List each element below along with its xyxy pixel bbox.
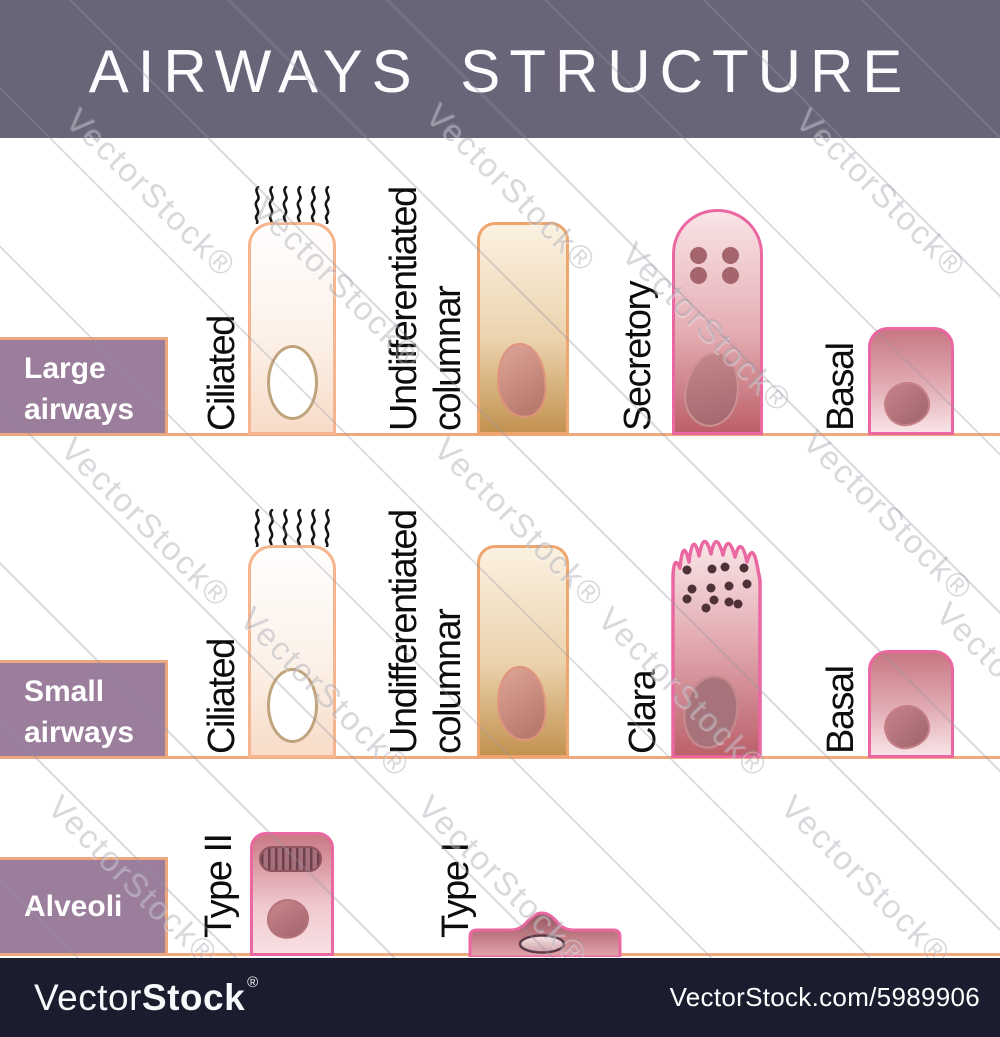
label-line: Undifferentiated: [383, 187, 425, 431]
type1-pneumocyte-cell: [468, 911, 622, 957]
basal-cell: [868, 327, 954, 435]
basal-cell-label: Basal: [820, 666, 862, 754]
watermark-text: VectorStock®: [795, 423, 981, 608]
page-title: AIRWAYS STRUCTURE: [88, 37, 912, 105]
nucleus: [881, 379, 933, 429]
row-label-line2: airways: [24, 716, 135, 749]
clara-cell: [671, 539, 762, 758]
undifferentiated-columnar-cell-label: Undifferentiated columnar: [382, 501, 475, 754]
undifferentiated-columnar-cell: [477, 545, 569, 758]
registered-mark: ®: [247, 974, 259, 991]
nucleus: [267, 668, 318, 743]
brand-bold: Stock: [141, 976, 246, 1018]
row-label-small-airways: Small airways: [0, 660, 168, 759]
row-label-line1: Large: [24, 352, 106, 385]
secretory-cell-label: Secretory: [617, 281, 659, 431]
label-line: columnar: [427, 609, 469, 754]
nucleus: [493, 341, 550, 420]
type2-pneumocyte-cell: [250, 832, 334, 956]
basal-cell: [868, 650, 954, 758]
label-line: columnar: [427, 286, 469, 431]
type2-cell-label: Type II: [198, 834, 240, 938]
ciliated-cell: [248, 222, 336, 435]
ciliated-cell: [248, 545, 336, 758]
undifferentiated-columnar-cell-label: Undifferentiated columnar: [382, 178, 475, 431]
nucleus: [881, 702, 933, 752]
secretory-granule: [690, 267, 707, 284]
row-label-alveoli: Alveoli: [0, 857, 168, 956]
nucleus: [267, 345, 318, 420]
basal-cell-label: Basal: [820, 343, 862, 431]
cilia-icon: [254, 509, 330, 547]
ciliated-cell-label: Ciliated: [201, 639, 243, 754]
secretory-granule: [722, 247, 739, 264]
secretory-granule: [722, 267, 739, 284]
nucleus: [518, 934, 566, 954]
row-label-large-airways: Large airways: [0, 337, 168, 436]
image-credit-url: VectorStock.com/5989906: [669, 982, 980, 1012]
clara-cell-label: Clara: [622, 670, 664, 754]
nucleus: [680, 348, 744, 431]
type1-cell-label: Type I: [435, 843, 477, 939]
ciliated-cell-label: Ciliated: [201, 316, 243, 431]
nucleus: [683, 675, 739, 749]
label-line: Undifferentiated: [383, 510, 425, 754]
clara-granules: [682, 562, 752, 613]
watermark-text: VectorStock®: [53, 430, 239, 615]
nucleus: [493, 664, 550, 743]
header-band: [0, 0, 1000, 138]
brand-regular: Vector: [34, 976, 142, 1018]
lamellar-body: [259, 846, 322, 872]
row-label-line2: airways: [24, 393, 135, 426]
nucleus: [264, 896, 312, 942]
row-label-line1: Small: [24, 675, 105, 708]
secretory-cell: [672, 209, 763, 435]
row-label-line1: Alveoli: [24, 890, 123, 923]
undifferentiated-columnar-cell: [477, 222, 569, 435]
secretory-granule: [690, 247, 707, 264]
cilia-icon: [254, 186, 330, 224]
watermark-text: VectorStock®: [773, 788, 959, 973]
